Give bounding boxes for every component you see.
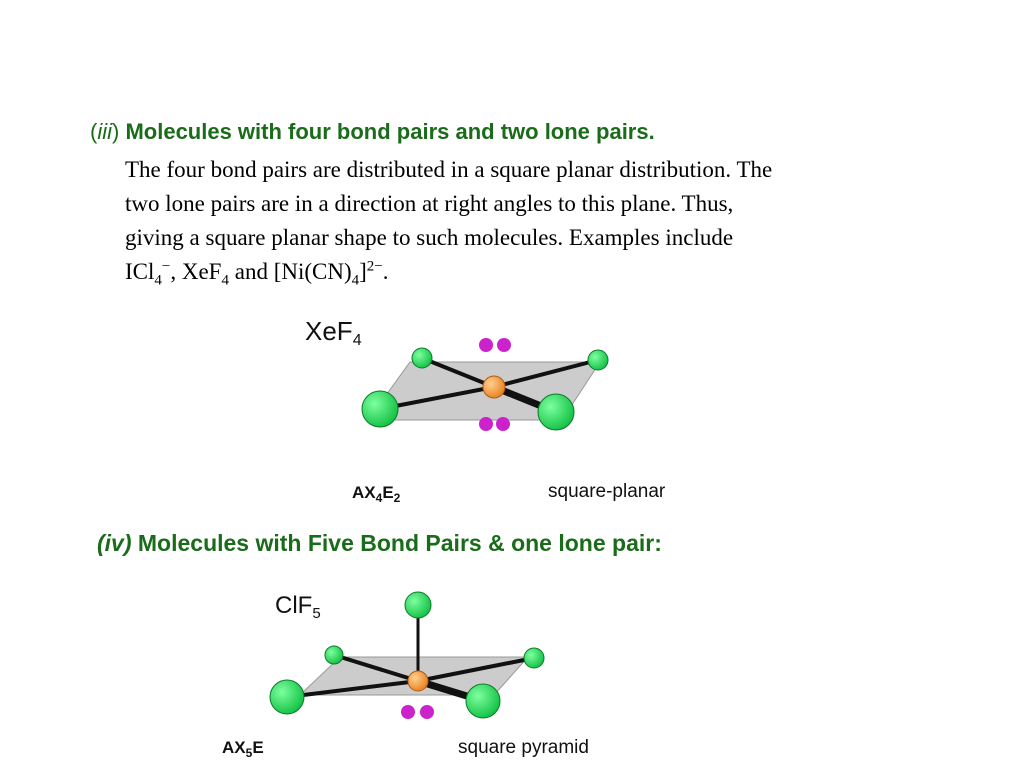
example-icl4-charge: − <box>161 258 171 275</box>
example-nicn4-close: ] <box>359 259 367 284</box>
sentence-end: . <box>382 259 389 284</box>
section-title: Molecules with Five Bond Pairs & one lon… <box>137 530 662 556</box>
clf5-bond <box>333 653 419 683</box>
example-icl4-sub: 4 <box>154 272 162 289</box>
clf5-fluorine-atom <box>269 679 305 715</box>
xef4-fluorine-atom <box>411 347 433 369</box>
para-line-3: giving a square planar shape to such mol… <box>125 225 734 250</box>
open-paren: ( <box>90 119 98 144</box>
xef4-formula-label: XeF4 <box>305 316 362 349</box>
clf5-fluorine-atom <box>324 645 344 665</box>
section-iii-heading: (iii) Molecules with four bond pairs and… <box>90 119 655 145</box>
clf5-lone-pair-dot <box>420 705 434 719</box>
xef4-lone-pair-dot <box>497 338 511 352</box>
clf5-shape-label: square pyramid <box>458 737 589 758</box>
xef4-bond <box>421 356 495 389</box>
xef4-lone-pair-dot <box>496 417 510 431</box>
example-nicn4: and [Ni(CN) <box>228 259 352 284</box>
description-paragraph: The four bond pairs are distributed in a… <box>125 153 945 289</box>
clf5-axial-fluorine-atom <box>404 591 432 619</box>
xef4-lone-pair-dot <box>479 338 493 352</box>
xef4-lone-pair-dot <box>479 417 493 431</box>
clf5-bond <box>417 656 535 683</box>
example-nicn4-charge: 2− <box>366 258 383 275</box>
xef4-bond <box>493 358 599 389</box>
section-iv-heading: (iv) Molecules with Five Bond Pairs & on… <box>97 530 662 557</box>
xef4-fluorine-atom <box>361 390 399 428</box>
section-title: Molecules with four bond pairs and two l… <box>125 119 655 144</box>
example-xef4-sub: 4 <box>221 272 229 289</box>
clf5-lone-pair-dot <box>401 705 415 719</box>
xef4-bond <box>379 385 495 411</box>
section-numeral: (iv) <box>97 530 132 556</box>
para-line-1: The four bond pairs are distributed in a… <box>125 157 773 182</box>
example-xef4: , XeF <box>170 259 222 284</box>
clf5-axe-label: AX5E <box>222 738 264 760</box>
example-icl4: ICl <box>125 259 155 284</box>
clf5-fluorine-atom <box>465 683 501 719</box>
clf5-fluorine-atom <box>523 647 545 669</box>
clf5-central-atom <box>407 670 429 692</box>
para-line-4: ICl4−, XeF4 and [Ni(CN)4]2−. <box>125 255 945 289</box>
para-line-2: two lone pairs are in a direction at rig… <box>125 191 734 216</box>
xef4-central-atom <box>482 375 506 399</box>
example-nicn4-sub: 4 <box>351 272 360 289</box>
clf5-bond <box>286 679 419 699</box>
xef4-fluorine-atom <box>587 349 609 371</box>
clf5-formula-label: ClF5 <box>275 592 321 622</box>
xef4-fluorine-atom <box>537 393 575 431</box>
section-numeral: iii <box>97 119 112 144</box>
xef4-axe-label: AX4E2 <box>352 483 401 505</box>
close-paren: ) <box>112 119 120 144</box>
xef4-shape-label: square-planar <box>548 481 666 502</box>
